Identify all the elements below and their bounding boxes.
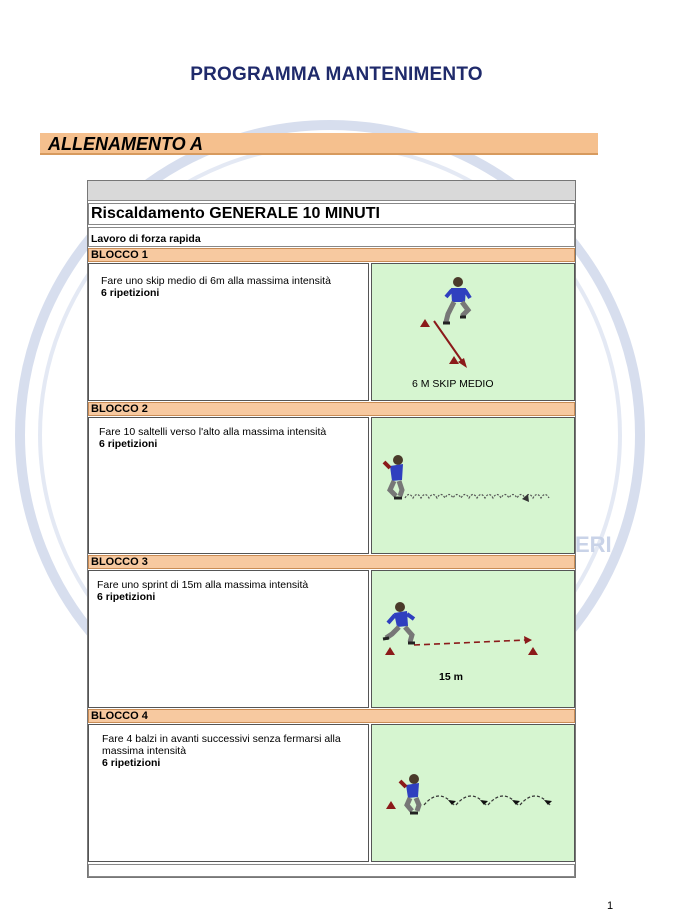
page-number: 1 — [607, 900, 614, 912]
athlete-figure — [382, 455, 405, 500]
block-reps-text: 6 ripetizioni — [102, 757, 161, 769]
block-1-diagram: 6 M SKIP MEDIO — [371, 263, 575, 401]
subtitle-row: Lavoro di forza rapida — [88, 227, 575, 247]
page-title: PROGRAMMA MANTENIMENTO — [190, 64, 483, 85]
table-footer-row — [88, 864, 575, 877]
warmup-text: Riscaldamento GENERALE 10 MINUTI — [91, 205, 380, 222]
block-1-description: Fare uno skip medio di 6m alla massima i… — [88, 263, 369, 401]
block-description-text: Fare uno skip medio di 6m alla massima i… — [101, 275, 331, 287]
block-label-text: BLOCCO 1 — [91, 249, 148, 261]
block-2-label: BLOCCO 2 — [88, 402, 575, 416]
athlete-figure — [382, 602, 416, 645]
block-2-description: Fare 10 saltelli verso l'alto alla massi… — [88, 417, 369, 554]
cone-icon — [528, 647, 538, 655]
block-reps-text: 6 ripetizioni — [101, 287, 160, 299]
section-title: ALLENAMENTO A — [48, 134, 203, 154]
section-header: ALLENAMENTO A — [40, 133, 598, 155]
cone-icon — [385, 647, 395, 655]
block-label-text: BLOCCO 3 — [91, 556, 148, 568]
cone-icon — [386, 801, 396, 809]
block-description-text: Fare uno sprint di 15m alla massima inte… — [97, 579, 309, 591]
block-description-text: Fare 4 balzi in avanti successivi senza … — [102, 733, 341, 757]
block-4-description: Fare 4 balzi in avanti successivi senza … — [88, 724, 369, 862]
block-2-diagram — [371, 417, 575, 554]
subtitle-text: Lavoro di forza rapida — [91, 233, 201, 245]
block-1-label: BLOCCO 1 — [88, 248, 575, 262]
block-label-text: BLOCCO 2 — [91, 403, 148, 415]
watermark-text: ERI — [575, 532, 612, 557]
block-3-caption: 15 m — [439, 671, 463, 683]
warmup-row: Riscaldamento GENERALE 10 MINUTI — [88, 203, 575, 225]
athlete-figure — [398, 774, 422, 815]
block-reps-text: 6 ripetizioni — [97, 591, 156, 603]
block-3-diagram: 15 m — [371, 570, 575, 708]
block-1-caption: 6 M SKIP MEDIO — [412, 378, 494, 390]
block-label-text: BLOCCO 4 — [91, 710, 148, 722]
table-header-bar — [88, 181, 575, 201]
athlete-figure — [443, 277, 472, 325]
block-4-label: BLOCCO 4 — [88, 709, 575, 723]
block-3-label: BLOCCO 3 — [88, 555, 575, 569]
cone-icon — [420, 319, 430, 327]
cone-icon — [449, 356, 459, 364]
block-reps-text: 6 ripetizioni — [99, 438, 158, 450]
block-3-description: Fare uno sprint di 15m alla massima inte… — [88, 570, 369, 708]
block-description-text: Fare 10 saltelli verso l'alto alla massi… — [99, 426, 327, 438]
block-4-diagram — [371, 724, 575, 862]
